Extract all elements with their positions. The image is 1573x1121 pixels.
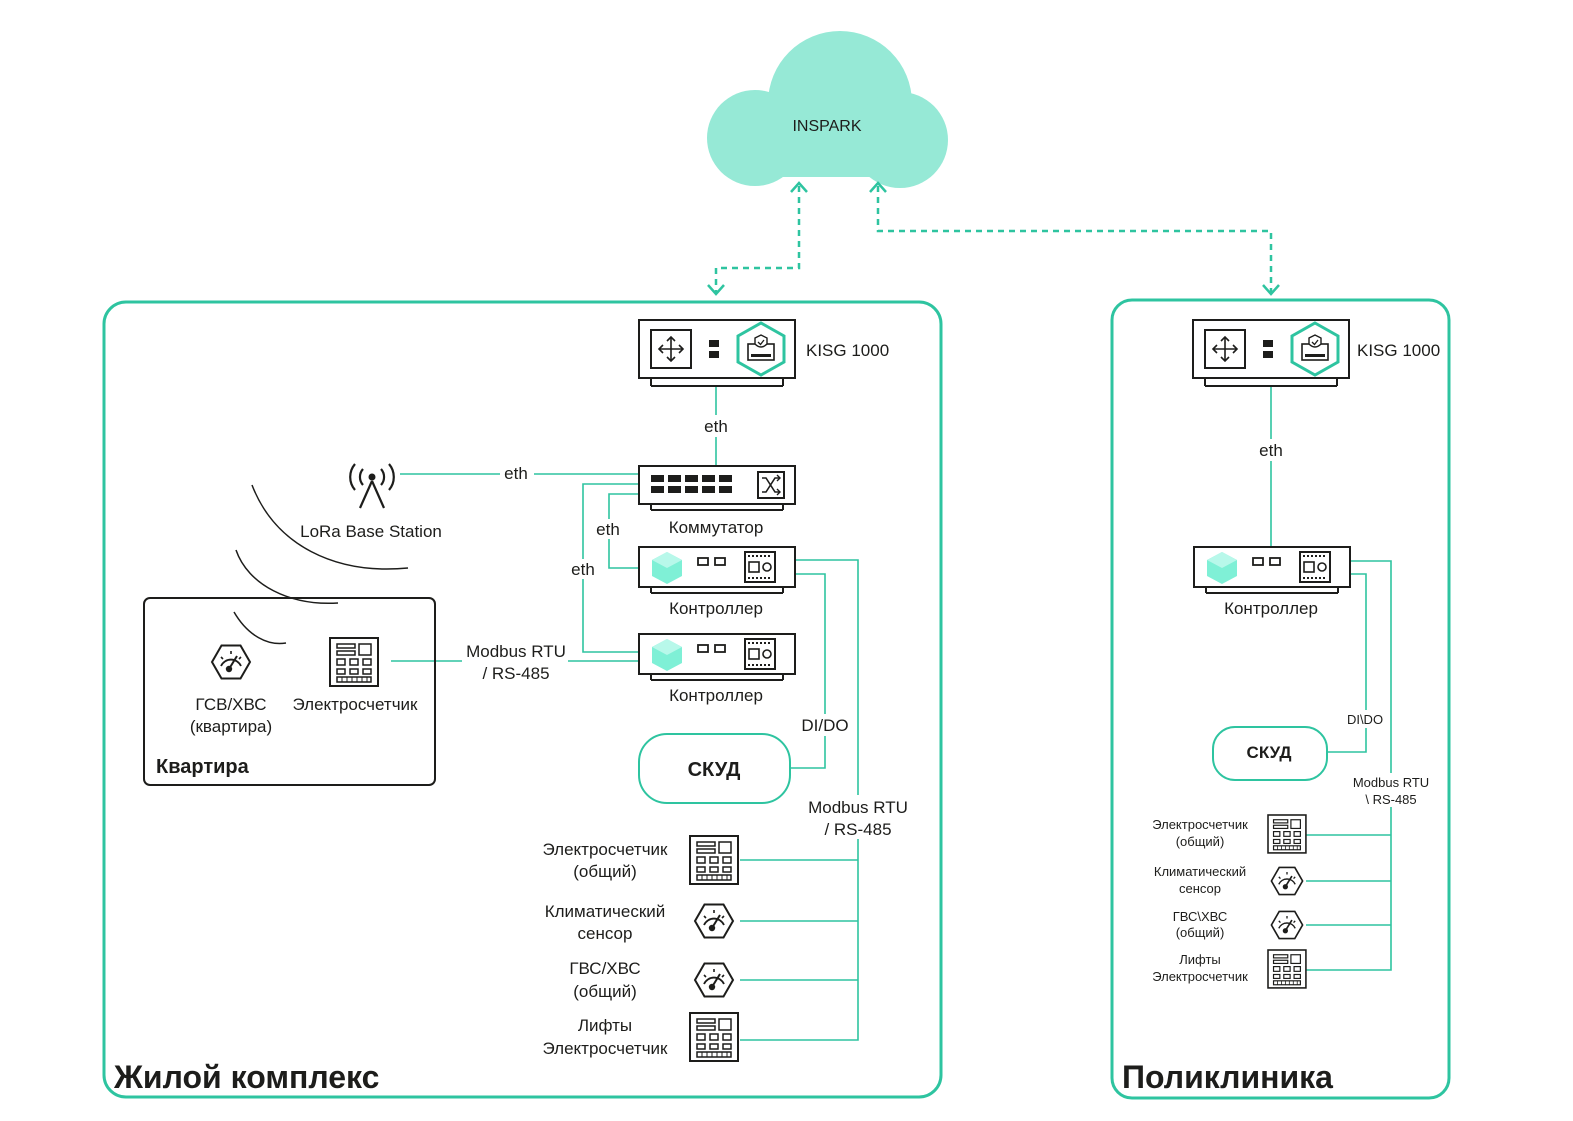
residential-gateway-device [637, 318, 797, 388]
gauge-icon [694, 903, 734, 939]
device-label: Климатический [1154, 864, 1246, 879]
device-label: Электросчетчик [1152, 969, 1248, 984]
device-label: Электросчетчик [1152, 817, 1248, 832]
eth-label: eth [504, 464, 528, 483]
skud-box [1212, 726, 1328, 781]
electric-meter-icon [689, 1012, 739, 1062]
electric-meter-label: Электросчетчик [293, 695, 419, 714]
controller-label: Контроллер [1224, 599, 1318, 618]
device-label: сенсор [1179, 881, 1221, 896]
eth-label: eth [571, 560, 595, 579]
gauge-icon [211, 644, 251, 680]
switch-device [638, 465, 796, 511]
lora-label: LoRa Base Station [300, 522, 442, 541]
controller-label: Контроллер [669, 686, 763, 705]
electric-meter-icon [1267, 814, 1307, 854]
modbus-label: \ RS-485 [1365, 792, 1416, 807]
modbus-label: Modbus RTU [466, 642, 566, 661]
clinic-title: Поликлиника [1122, 1059, 1333, 1095]
electric-meter-icon [689, 835, 739, 885]
residential-title: Жилой комплекс [113, 1059, 379, 1095]
modbus-label: Modbus RTU [808, 798, 908, 817]
device-label: Лифты [1179, 952, 1221, 967]
device-label: (общий) [1176, 834, 1225, 849]
eth-label: eth [596, 520, 620, 539]
controller-device [638, 546, 796, 594]
apartment-box: ГСВ/ХВС (квартира) Электросчетчик Кварти… [143, 597, 436, 786]
gauge-icon [1270, 910, 1304, 940]
device-label: ГВС/ХВС [569, 959, 640, 978]
apartment-title: Квартира [156, 756, 250, 778]
cloud-label: INSPARK [792, 118, 861, 135]
electric-meter-icon [1267, 949, 1307, 989]
device-label: (общий) [573, 862, 637, 881]
skud-box [638, 733, 791, 804]
modbus-label: Modbus RTU [1353, 775, 1429, 790]
water-meter-label: ГСВ/ХВС [195, 695, 266, 714]
dido-label: DI\DO [1347, 712, 1383, 727]
device-label: Климатический [545, 902, 666, 921]
modbus-label: / RS-485 [482, 664, 549, 683]
water-meter-label: (квартира) [190, 717, 272, 736]
controller-label: Контроллер [669, 599, 763, 618]
clinic-gateway-device [1191, 318, 1351, 388]
clinic-frame [1110, 298, 1451, 1100]
device-label: Лифты [578, 1016, 632, 1035]
device-label: (общий) [1176, 925, 1225, 940]
gauge-icon [1270, 866, 1304, 896]
dido-label: DI/DO [801, 716, 848, 735]
eth-label: eth [1259, 441, 1283, 460]
device-label: Электросчетчик [543, 1039, 669, 1058]
antenna-icon [349, 463, 395, 509]
clinic: Поликлиника KISG 1000 eth Контроллер DI\… [1110, 298, 1451, 1100]
residential-gateway-label: KISG 1000 [806, 341, 889, 360]
controller-device [638, 633, 796, 681]
device-label: Электросчетчик [543, 840, 669, 859]
device-label: (общий) [573, 982, 637, 1001]
device-label: сенсор [578, 924, 633, 943]
clinic-gateway-label: KISG 1000 [1357, 341, 1440, 360]
modbus-label: / RS-485 [824, 820, 891, 839]
skud-label: СКУД [688, 759, 741, 781]
eth-label: eth [704, 417, 728, 436]
cloud-links [714, 186, 1273, 293]
radio-waves [233, 484, 409, 645]
electric-meter-icon [329, 637, 379, 687]
device-label: ГВС\ХВС [1173, 909, 1228, 924]
gauge-icon [694, 962, 734, 998]
residential-frame [102, 300, 943, 1099]
clinic-links [1270, 386, 1392, 971]
switch-label: Коммутатор [669, 518, 764, 537]
arrowheads [707, 181, 1280, 296]
controller-device [1193, 546, 1351, 594]
skud-label: СКУД [1247, 743, 1292, 762]
cloud: INSPARK [707, 31, 948, 188]
residential-complex: Жилой комплекс KISG 1000 eth Коммутатор [102, 300, 943, 1099]
